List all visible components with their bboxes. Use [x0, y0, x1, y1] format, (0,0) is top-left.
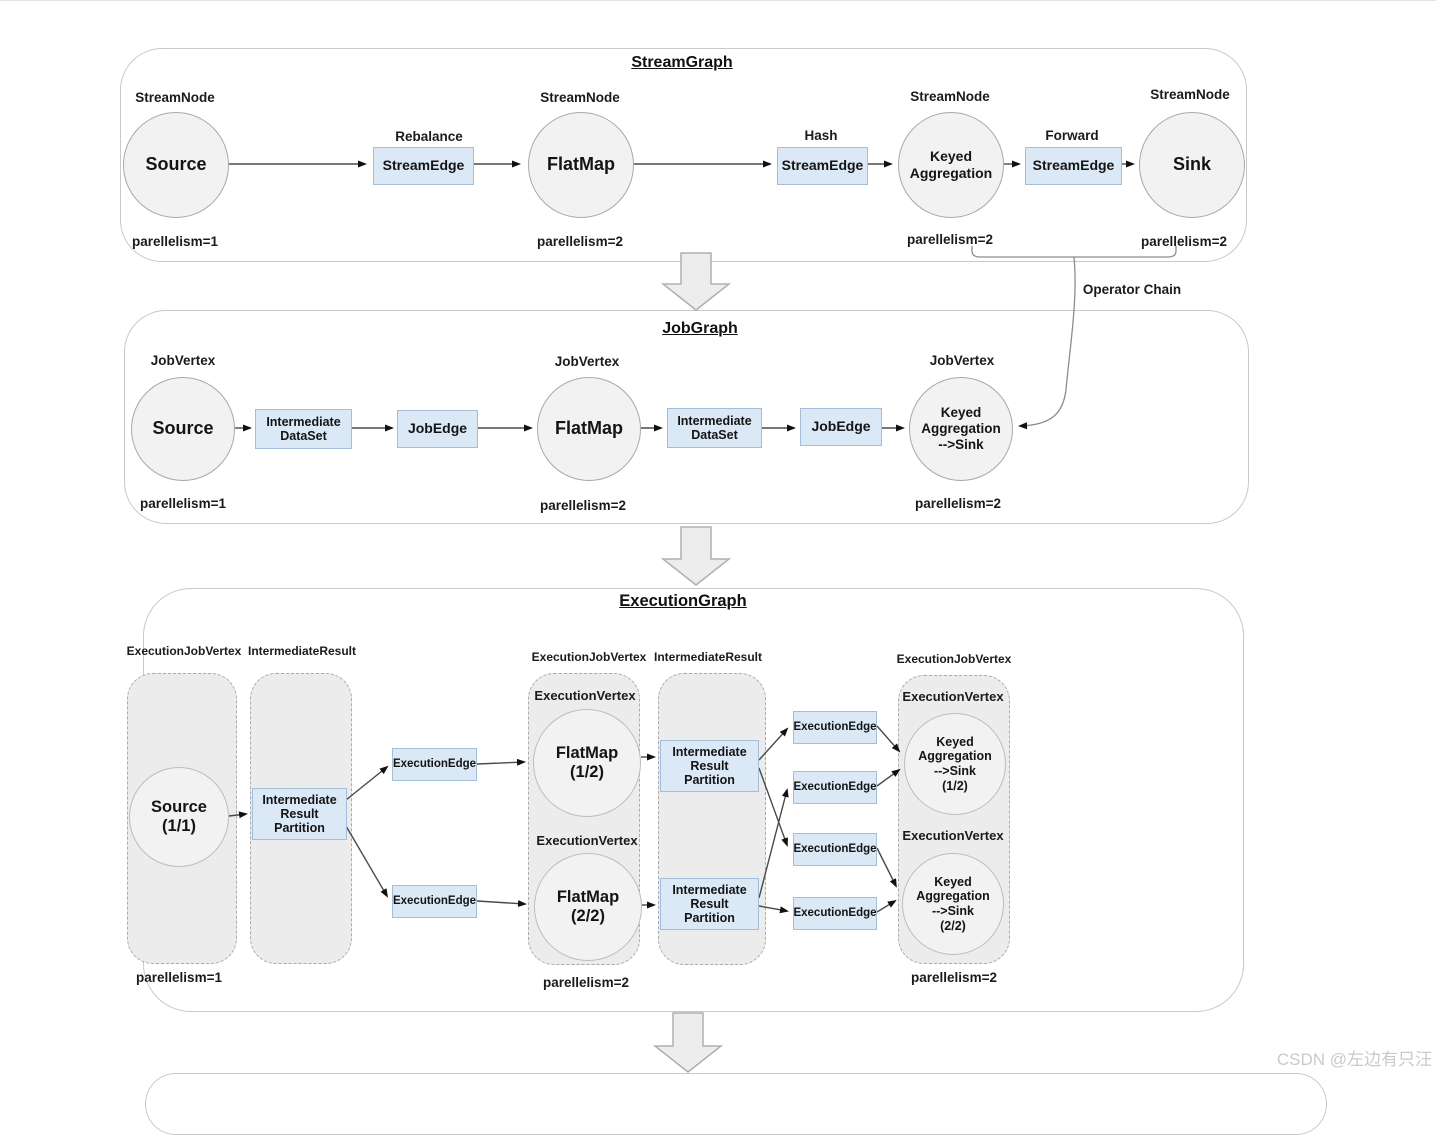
execution-edge-label: ExecutionEdge — [793, 843, 877, 856]
stream-node-keyed-aggregation-label: Keyed Aggregation — [909, 148, 993, 181]
physical-graph-panel — [145, 1073, 1327, 1135]
execution-vertex-label: ExecutionVertex — [536, 833, 638, 848]
stream-node-sink-label: Sink — [1172, 154, 1211, 175]
execution-edge-label: ExecutionEdge — [793, 781, 877, 794]
stream-node-flatmap-label: FlatMap — [546, 154, 615, 175]
execution-vertex-flatmap-2-label: FlatMap (2/2) — [556, 887, 620, 925]
parallelism-label: parellelism=1 — [140, 496, 226, 511]
job-vertex-source: Source — [131, 377, 235, 481]
stream-node-flatmap: FlatMap — [528, 112, 634, 218]
stream-node-sink: Sink — [1139, 112, 1245, 218]
stream-node-source-label: Source — [145, 154, 207, 175]
job-vertex-flatmap: FlatMap — [537, 377, 641, 481]
stream-node-type-label: StreamNode — [1150, 87, 1230, 102]
stream-node-source: Source — [123, 112, 229, 218]
job-vertex-keyed-aggregation-sink-label: Keyed Aggregation -->Sink — [921, 405, 1001, 452]
parallelism-label: parellelism=1 — [136, 970, 222, 985]
stream-edge-box: StreamEdge — [373, 147, 474, 185]
intermediate-result-partition-label: Intermediate Result Partition — [262, 793, 337, 835]
job-vertex-source-label: Source — [152, 418, 214, 439]
job-edge-box: JobEdge — [397, 410, 478, 448]
job-edge-box: JobEdge — [800, 408, 882, 446]
intermediate-result-partition-label: Intermediate Result Partition — [672, 745, 747, 787]
execution-edge-box: ExecutionEdge — [392, 885, 477, 918]
execution-job-vertex-label: ExecutionJobVertex — [531, 650, 647, 664]
execution-vertex-keyed-aggregation-sink-2-label: Keyed Aggregation -->Sink (2/2) — [916, 874, 990, 933]
flow-down-arrow-3 — [652, 1012, 724, 1073]
execution-vertex-flatmap-2: FlatMap (2/2) — [534, 853, 642, 961]
parallelism-label: parellelism=2 — [915, 496, 1001, 511]
job-vertex-type-label: JobVertex — [929, 353, 995, 368]
execution-edge-box: ExecutionEdge — [793, 771, 877, 804]
jobgraph-title: JobGraph — [662, 320, 738, 337]
intermediate-result-partition-box: Intermediate Result Partition — [660, 878, 759, 930]
execution-vertex-flatmap-1-label: FlatMap (1/2) — [555, 743, 619, 781]
stream-node-type-label: StreamNode — [910, 89, 990, 104]
parallelism-label: parellelism=2 — [540, 498, 626, 513]
job-vertex-type-label: JobVertex — [150, 353, 216, 368]
partition-strategy-label: Rebalance — [395, 129, 463, 144]
parallelism-label: parellelism=2 — [907, 232, 993, 247]
execution-edge-label: ExecutionEdge — [793, 907, 877, 920]
intermediate-dataset-label: Intermediate DataSet — [266, 415, 341, 443]
execution-vertex-label: ExecutionVertex — [534, 688, 636, 703]
intermediate-result-partition-box: Intermediate Result Partition — [252, 788, 347, 840]
intermediate-dataset-box: Intermediate DataSet — [255, 409, 352, 449]
intermediate-result-label: IntermediateResult — [653, 650, 763, 664]
execution-edge-box: ExecutionEdge — [793, 897, 877, 930]
stream-node-type-label: StreamNode — [135, 90, 215, 105]
job-edge-label: JobEdge — [407, 420, 468, 437]
execution-vertex-label: ExecutionVertex — [902, 828, 1004, 843]
parallelism-label: parellelism=2 — [911, 970, 997, 985]
job-vertex-keyed-aggregation-sink: Keyed Aggregation -->Sink — [909, 377, 1013, 481]
page-top-divider — [0, 0, 1436, 1]
intermediate-result-partition-box: Intermediate Result Partition — [660, 740, 759, 792]
execution-edge-label: ExecutionEdge — [392, 895, 477, 908]
job-vertex-flatmap-label: FlatMap — [554, 418, 623, 439]
executiongraph-title: ExecutionGraph — [619, 592, 747, 610]
intermediate-dataset-box: Intermediate DataSet — [667, 408, 762, 448]
execution-vertex-keyed-aggregation-sink-1-label: Keyed Aggregation -->Sink (1/2) — [918, 734, 992, 793]
execution-vertex-label: ExecutionVertex — [902, 689, 1004, 704]
parallelism-label: parellelism=2 — [543, 975, 629, 990]
execution-edge-label: ExecutionEdge — [392, 758, 477, 771]
intermediate-result-label: IntermediateResult — [247, 644, 357, 658]
execution-vertex-source: Source (1/1) — [129, 767, 229, 867]
stream-node-type-label: StreamNode — [540, 90, 620, 105]
execution-edge-label: ExecutionEdge — [793, 721, 877, 734]
execution-edge-box: ExecutionEdge — [392, 748, 477, 781]
stream-edge-label: StreamEdge — [1032, 157, 1115, 174]
job-edge-label: JobEdge — [811, 418, 871, 435]
streamgraph-title: StreamGraph — [631, 54, 733, 71]
flow-down-arrow-2 — [660, 526, 732, 586]
operator-chain-label: Operator Chain — [1082, 282, 1182, 297]
intermediate-result-partition-label: Intermediate Result Partition — [672, 883, 747, 925]
execution-job-vertex-label: ExecutionJobVertex — [896, 652, 1012, 666]
stream-edge-box: StreamEdge — [777, 147, 868, 185]
execution-vertex-source-label: Source (1/1) — [151, 797, 207, 835]
execution-vertex-keyed-aggregation-sink-1: Keyed Aggregation -->Sink (1/2) — [904, 713, 1006, 815]
intermediate-dataset-label: Intermediate DataSet — [677, 414, 752, 442]
partition-strategy-label: Forward — [1045, 128, 1099, 143]
parallelism-label: parellelism=1 — [132, 234, 218, 249]
execution-vertex-keyed-aggregation-sink-2: Keyed Aggregation -->Sink (2/2) — [902, 853, 1004, 955]
stream-edge-box: StreamEdge — [1025, 147, 1122, 185]
execution-edge-box: ExecutionEdge — [793, 711, 877, 744]
execution-edge-box: ExecutionEdge — [793, 833, 877, 866]
csdn-watermark: CSDN @左边有只汪 — [1276, 1050, 1432, 1069]
stream-edge-label: StreamEdge — [382, 157, 465, 174]
job-vertex-type-label: JobVertex — [554, 354, 620, 369]
execution-job-vertex-label: ExecutionJobVertex — [126, 644, 242, 658]
partition-strategy-label: Hash — [804, 128, 838, 143]
parallelism-label: parellelism=2 — [537, 234, 623, 249]
stream-edge-label: StreamEdge — [781, 157, 864, 174]
parallelism-label: parellelism=2 — [1141, 234, 1227, 249]
execution-vertex-flatmap-1: FlatMap (1/2) — [533, 709, 641, 817]
stream-node-keyed-aggregation: Keyed Aggregation — [898, 112, 1004, 218]
